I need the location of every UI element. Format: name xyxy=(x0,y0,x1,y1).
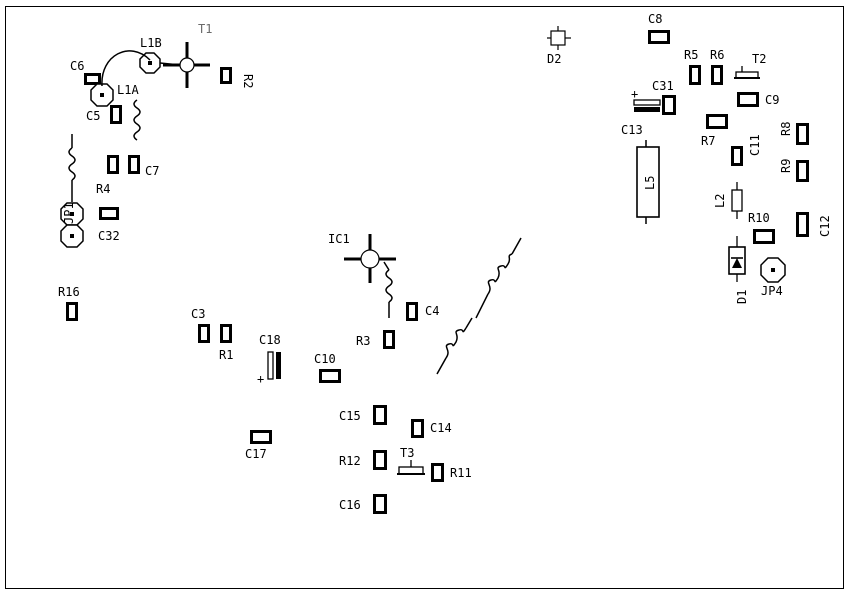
label-c16: C16 xyxy=(339,498,361,512)
label-c15: C15 xyxy=(339,409,361,423)
label-r5: R5 xyxy=(684,48,698,62)
label-c11: C11 xyxy=(748,134,762,156)
label-r2: R2 xyxy=(241,74,255,88)
pad-c7[interactable] xyxy=(128,155,140,174)
label-l2: L2 xyxy=(713,194,727,208)
label-c5: C5 xyxy=(86,109,100,123)
pad-r16[interactable] xyxy=(66,302,78,321)
pad-r3[interactable] xyxy=(383,330,395,349)
component-labels: T1 L1B L1A R2 C6 C5 C7 R4 JP1 C32 R16 C3… xyxy=(58,12,832,512)
pad-c9[interactable] xyxy=(737,92,759,107)
label-jp4: JP4 xyxy=(761,284,783,298)
pad-r10[interactable] xyxy=(753,229,775,244)
pad-c3[interactable] xyxy=(198,324,210,343)
pad-r6[interactable] xyxy=(711,65,723,85)
label-c3: C3 xyxy=(191,307,205,321)
capacitor-c31[interactable] xyxy=(633,99,661,112)
pad-c4[interactable] xyxy=(406,302,418,321)
label-c14: C14 xyxy=(430,421,452,435)
label-c18: C18 xyxy=(259,333,281,347)
label-r1: R1 xyxy=(219,348,233,362)
label-c6: C6 xyxy=(70,59,84,73)
label-r11: R11 xyxy=(450,466,472,480)
label-r12: R12 xyxy=(339,454,361,468)
pad-c16[interactable] xyxy=(373,494,387,514)
label-r4: R4 xyxy=(96,182,110,196)
label-c17: C17 xyxy=(245,447,267,461)
diode-d1[interactable] xyxy=(728,236,746,282)
smd-pads xyxy=(66,30,809,514)
label-t3: T3 xyxy=(400,446,414,460)
pad-r4[interactable] xyxy=(107,155,119,174)
ic-ic1[interactable] xyxy=(344,234,396,283)
pad-c17[interactable] xyxy=(250,430,272,444)
pad-r1[interactable] xyxy=(220,324,232,343)
t1-l1b-link xyxy=(159,62,181,66)
inductor-l1a-pad[interactable] xyxy=(90,83,114,107)
transistor-t1[interactable] xyxy=(163,42,210,88)
label-d1: D1 xyxy=(735,290,749,304)
inductor-l2[interactable] xyxy=(731,182,743,219)
pad-c5[interactable] xyxy=(110,105,122,124)
label-l1a: L1A xyxy=(117,83,139,97)
coil-ic1 xyxy=(383,261,393,318)
label-c4: C4 xyxy=(425,304,439,318)
diode-d2[interactable] xyxy=(547,26,571,50)
inductor-l1b-pad[interactable] xyxy=(139,52,161,74)
label-ic1: IC1 xyxy=(328,232,350,246)
label-r16: R16 xyxy=(58,285,80,299)
label-c9: C9 xyxy=(765,93,779,107)
marker-c18-plus: + xyxy=(257,372,264,386)
pad-c11[interactable] xyxy=(731,146,743,166)
label-c7: C7 xyxy=(145,164,159,178)
coil-jp1 xyxy=(68,134,76,202)
pad-c6[interactable] xyxy=(84,73,101,85)
jumper-jp1[interactable] xyxy=(60,202,84,248)
transistor-t3[interactable] xyxy=(397,460,425,475)
l1-wire-arc xyxy=(101,50,151,87)
pad-r11[interactable] xyxy=(431,463,444,482)
capacitor-c18[interactable] xyxy=(267,351,281,380)
label-r9: R9 xyxy=(779,159,793,173)
label-t1: T1 xyxy=(198,22,212,36)
pad-c8[interactable] xyxy=(648,30,670,44)
transistor-t2[interactable] xyxy=(734,66,760,79)
jumper-jp4[interactable] xyxy=(760,257,786,283)
inductor-l5[interactable] xyxy=(636,140,660,224)
label-r3: R3 xyxy=(356,334,370,348)
label-r7: R7 xyxy=(701,134,715,148)
pad-c14[interactable] xyxy=(411,419,424,438)
marker-c31-plus: + xyxy=(631,87,638,101)
pad-r5[interactable] xyxy=(689,65,701,85)
label-c10: C10 xyxy=(314,352,336,366)
pad-r7[interactable] xyxy=(706,114,728,129)
label-c32: C32 xyxy=(98,229,120,243)
label-r10: R10 xyxy=(748,211,770,225)
pad-r12[interactable] xyxy=(373,450,387,470)
coil-l1a xyxy=(133,99,141,141)
pad-r9[interactable] xyxy=(796,160,809,182)
label-l1b: L1B xyxy=(140,36,162,50)
board-outline xyxy=(5,6,844,589)
label-c31: C31 xyxy=(652,79,674,93)
label-c8: C8 xyxy=(648,12,662,26)
pad-r2[interactable] xyxy=(220,67,232,84)
pad-c15[interactable] xyxy=(373,405,387,425)
label-l5: L5 xyxy=(643,176,657,190)
pad-c12[interactable] xyxy=(796,212,809,237)
pad-r8[interactable] xyxy=(796,123,809,145)
label-t2: T2 xyxy=(752,52,766,66)
label-r8: R8 xyxy=(779,122,793,136)
coil-diag-upper xyxy=(475,237,522,319)
label-c12: C12 xyxy=(818,215,832,237)
pad-c31[interactable] xyxy=(662,95,676,115)
pad-c10[interactable] xyxy=(319,369,341,383)
label-c13: C13 xyxy=(621,123,643,137)
label-d2: D2 xyxy=(547,52,561,66)
label-jp1: JP1 xyxy=(62,202,76,224)
label-r6: R6 xyxy=(710,48,724,62)
pad-c32[interactable] xyxy=(99,207,119,220)
coil-diag-lower xyxy=(436,317,473,375)
